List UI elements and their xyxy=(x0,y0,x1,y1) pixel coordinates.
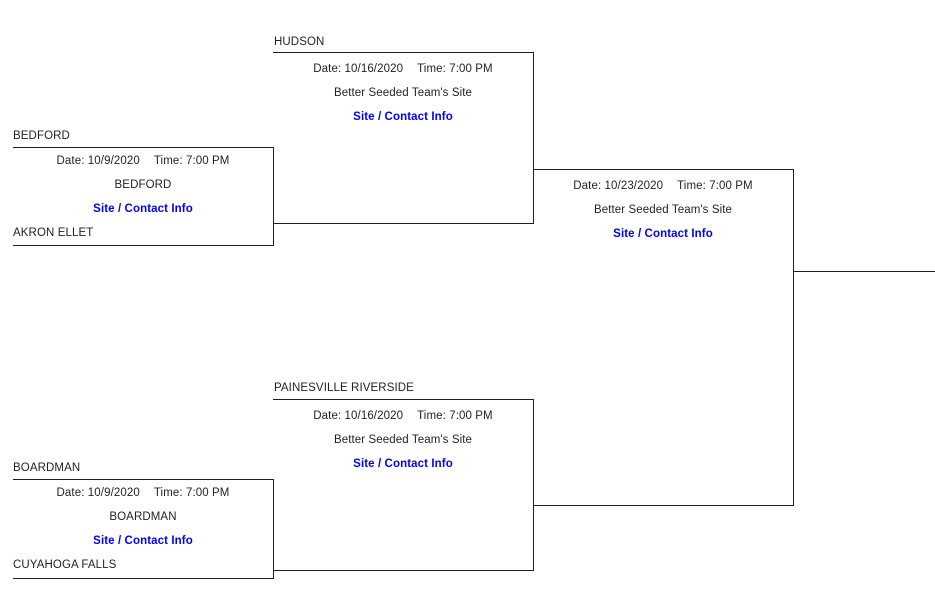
game-time-r1-lower: Time: 7:00 PM xyxy=(153,487,230,499)
team-label-r1-lower-bottom: CUYAHOGA FALLS xyxy=(13,559,117,571)
game-date-r1-lower: Date: 10/9/2020 xyxy=(56,487,140,499)
game-info-r2-lower: Date: 10/16/2020 Time: 7:00 PM Better See… xyxy=(273,404,533,476)
game-time-r1-upper: Time: 7:00 PM xyxy=(153,155,230,167)
game-info-r1-upper: Date: 10/9/2020 Time: 7:00 PM BEDFORD Sit… xyxy=(13,149,273,221)
game-date-r2-upper: Date: 10/16/2020 xyxy=(313,63,404,75)
team-label-r2-upper-top: HUDSON xyxy=(274,36,325,48)
game-info-r1-lower: Date: 10/9/2020 Time: 7:00 PM BOARDMAN Si… xyxy=(13,481,273,553)
game-box-r2-lower[interactable]: Date: 10/16/2020 Time: 7:00 PM Better See… xyxy=(273,399,534,571)
game-site-r1-upper: BEDFORD xyxy=(114,179,172,191)
game-datetime-r2-lower: Date: 10/16/2020 Time: 7:00 PM xyxy=(273,404,533,428)
team-label-r1-lower-top: BOARDMAN xyxy=(13,462,81,474)
site-contact-info-link-r2-lower[interactable]: Site / Contact Info xyxy=(353,458,453,470)
team-label-r1-upper-top: BEDFORD xyxy=(13,130,70,142)
game-datetime-r3-final: Date: 10/23/2020 Time: 7:00 PM xyxy=(533,174,793,198)
game-box-r1-lower[interactable]: Date: 10/9/2020 Time: 7:00 PM BOARDMAN Si… xyxy=(13,479,274,579)
connector-final-to-champion xyxy=(793,271,935,272)
game-date-r2-lower: Date: 10/16/2020 xyxy=(313,410,404,422)
team-label-r1-upper-bottom: AKRON ELLET xyxy=(13,227,94,239)
connector-r2-upper-to-final xyxy=(533,168,534,169)
game-datetime-r1-upper: Date: 10/9/2020 Time: 7:00 PM xyxy=(13,149,273,173)
game-time-r3-final: Time: 7:00 PM xyxy=(677,180,753,192)
site-contact-info-link-r2-upper[interactable]: Site / Contact Info xyxy=(353,111,453,123)
game-date-r3-final: Date: 10/23/2020 xyxy=(573,180,664,192)
game-box-r2-upper[interactable]: Date: 10/16/2020 Time: 7:00 PM Better See… xyxy=(273,52,534,224)
game-site-r1-lower: BOARDMAN xyxy=(109,511,177,523)
game-site-r3-final: Better Seeded Team's Site xyxy=(593,204,733,216)
game-datetime-r1-lower: Date: 10/9/2020 Time: 7:00 PM xyxy=(13,481,273,505)
site-contact-info-link-r3-final[interactable]: Site / Contact Info xyxy=(613,228,713,240)
game-info-r2-upper: Date: 10/16/2020 Time: 7:00 PM Better See… xyxy=(273,57,533,129)
site-contact-info-link-r1-upper[interactable]: Site / Contact Info xyxy=(93,203,193,215)
game-time-r2-lower: Time: 7:00 PM xyxy=(417,410,493,422)
team-label-r2-lower-top: PAINESVILLE RIVERSIDE xyxy=(274,382,414,394)
game-box-r3-final[interactable]: Date: 10/23/2020 Time: 7:00 PM Better See… xyxy=(533,169,794,506)
game-info-r3-final: Date: 10/23/2020 Time: 7:00 PM Better See… xyxy=(533,174,793,246)
game-date-r1-upper: Date: 10/9/2020 xyxy=(56,155,140,167)
game-site-r2-lower: Better Seeded Team's Site xyxy=(333,434,473,446)
game-site-r2-upper: Better Seeded Team's Site xyxy=(333,87,473,99)
game-datetime-r2-upper: Date: 10/16/2020 Time: 7:00 PM xyxy=(273,57,533,81)
game-box-r1-upper[interactable]: Date: 10/9/2020 Time: 7:00 PM BEDFORD Sit… xyxy=(13,147,274,246)
site-contact-info-link-r1-lower[interactable]: Site / Contact Info xyxy=(93,535,193,547)
game-time-r2-upper: Time: 7:00 PM xyxy=(417,63,493,75)
